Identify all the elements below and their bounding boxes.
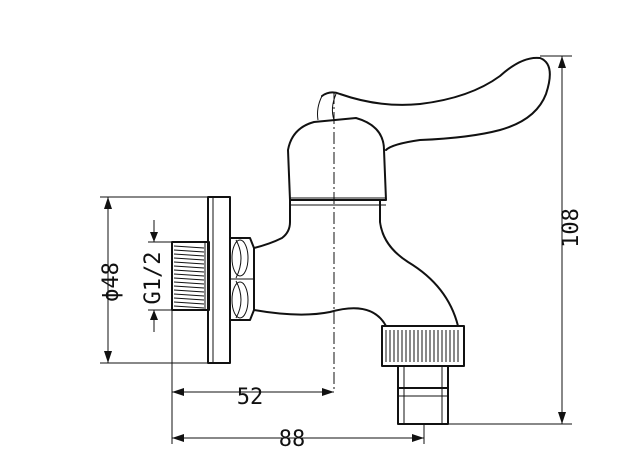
thread-line — [173, 261, 205, 265]
thread-line — [173, 265, 205, 269]
thread-line — [173, 297, 205, 301]
dimension-88: 88 — [172, 424, 425, 452]
valve-bonnet — [287, 117, 387, 206]
thread-label: G1/2 — [141, 252, 166, 305]
height-label: 108 — [559, 208, 584, 248]
thread-line — [173, 277, 205, 281]
thread-line — [173, 281, 205, 285]
thread-line — [173, 273, 205, 277]
thread-line — [173, 257, 205, 261]
dimension-flange-diameter: ϕ48 — [99, 196, 176, 364]
depth-short-label: 52 — [237, 385, 264, 410]
thread-line — [173, 253, 205, 257]
thread-line — [173, 305, 205, 309]
thread-line — [173, 249, 205, 253]
depth-long-label: 88 — [279, 427, 306, 452]
threaded-shank — [171, 241, 210, 311]
dimension-52: 52 — [171, 310, 334, 444]
thread-line — [173, 285, 205, 289]
thread-line — [173, 245, 205, 249]
thread-line — [173, 293, 205, 297]
faucet-body — [253, 199, 459, 327]
thread-line — [173, 289, 205, 293]
lever-handle — [317, 56, 551, 151]
hex-connector — [229, 237, 255, 321]
dimension-108: 108 — [448, 55, 584, 425]
flange-diameter-label: ϕ48 — [99, 262, 124, 302]
hose-connector — [381, 325, 465, 425]
thread-line — [173, 269, 205, 273]
thread-line — [173, 301, 205, 305]
dimension-thread: G1/2 — [141, 220, 172, 332]
